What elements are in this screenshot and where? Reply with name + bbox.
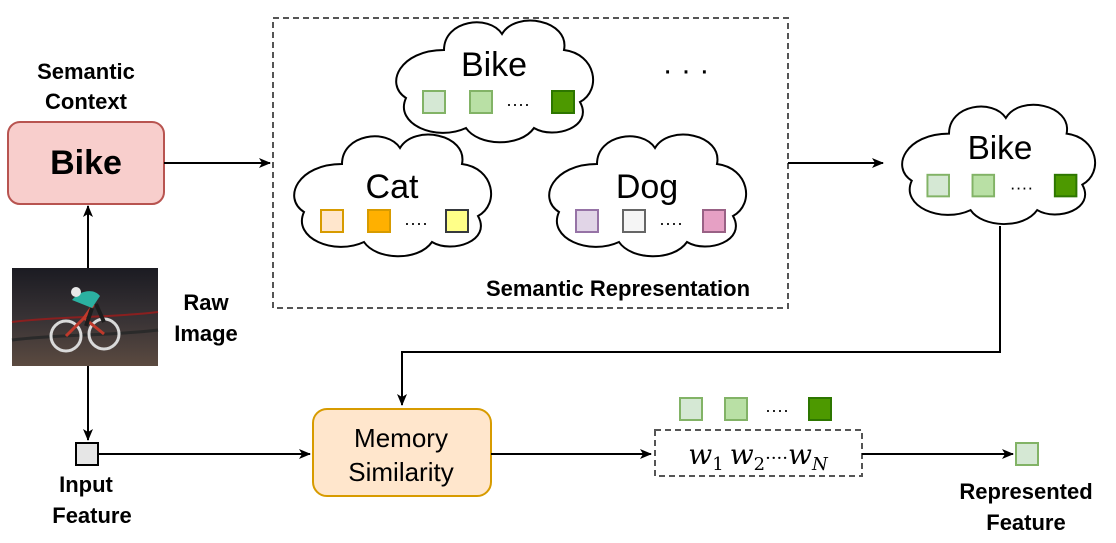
more-classes-ellipsis: · · ·: [663, 54, 710, 87]
semantic-context-label-line2: Context: [45, 89, 128, 114]
input-feature-label-line2: Feature: [52, 503, 131, 528]
cat-square-1: [320, 209, 344, 233]
memory-bike-square-n: [551, 90, 575, 114]
memory-cloud-bike: Bike ····: [395, 19, 595, 144]
memory-cloud-bike-title: Bike: [461, 46, 527, 84]
raw-image-label-line2: Image: [174, 321, 238, 346]
represented-feature-label-line1: Represented: [959, 479, 1092, 504]
memory-bike-square-1: [422, 90, 446, 114]
memory-bike-square-2: [469, 90, 493, 114]
weight-wN: w: [788, 438, 812, 471]
retrieved-dots: ····: [1010, 177, 1033, 197]
retrieved-cloud-bike: Bike ····: [901, 103, 1097, 226]
semantic-representation-label: Semantic Representation: [486, 276, 750, 301]
weight-squares-dots: ····: [765, 400, 789, 420]
semantic-context-box-text: Bike: [50, 144, 122, 182]
dog-dots: ····: [659, 213, 683, 233]
dog-square-2: [622, 209, 646, 233]
dog-square-n: [702, 209, 726, 233]
weight-w1-sub: 1: [712, 454, 723, 475]
arrow-retrieved-to-memory-similarity: [397, 226, 1001, 406]
represented-feature-label-line2: Feature: [986, 510, 1065, 535]
cat-square-2: [367, 209, 391, 233]
memory-cloud-cat-title: Cat: [366, 168, 419, 206]
retrieved-square-2: [971, 173, 996, 198]
input-feature-square: [75, 442, 99, 466]
memory-cloud-dog: Dog ····: [548, 133, 748, 258]
weight-w2: w: [730, 438, 754, 471]
represented-feature-square: [1015, 442, 1039, 466]
cat-dots: ····: [404, 213, 428, 233]
memory-bike-dots: ····: [506, 94, 530, 114]
cat-square-n: [445, 209, 469, 233]
memory-cloud-cat: Cat ····: [293, 133, 493, 258]
dog-square-1: [575, 209, 599, 233]
weight-w2-sub: 2: [754, 454, 765, 475]
retrieved-cloud-title: Bike: [968, 130, 1033, 167]
weight-square-2: [724, 397, 748, 421]
memory-similarity-box: [312, 408, 492, 497]
weight-square-1: [679, 397, 703, 421]
weight-dots: ····: [765, 448, 788, 469]
weight-wN-sub: N: [811, 454, 829, 475]
memory-similarity-line1: Memory: [354, 423, 448, 453]
retrieved-square-n: [1053, 173, 1078, 198]
input-feature-label-line1: Input: [59, 472, 113, 497]
weight-w1: w: [688, 438, 712, 471]
memory-cloud-dog-title: Dog: [616, 168, 678, 206]
weight-square-n: [808, 397, 832, 421]
raw-image-photo: [11, 268, 159, 366]
memory-similarity-line2: Similarity: [348, 457, 453, 487]
retrieved-square-1: [926, 173, 950, 198]
semantic-context-label-line1: Semantic: [37, 59, 135, 84]
raw-image-label-line1: Raw: [183, 290, 229, 315]
